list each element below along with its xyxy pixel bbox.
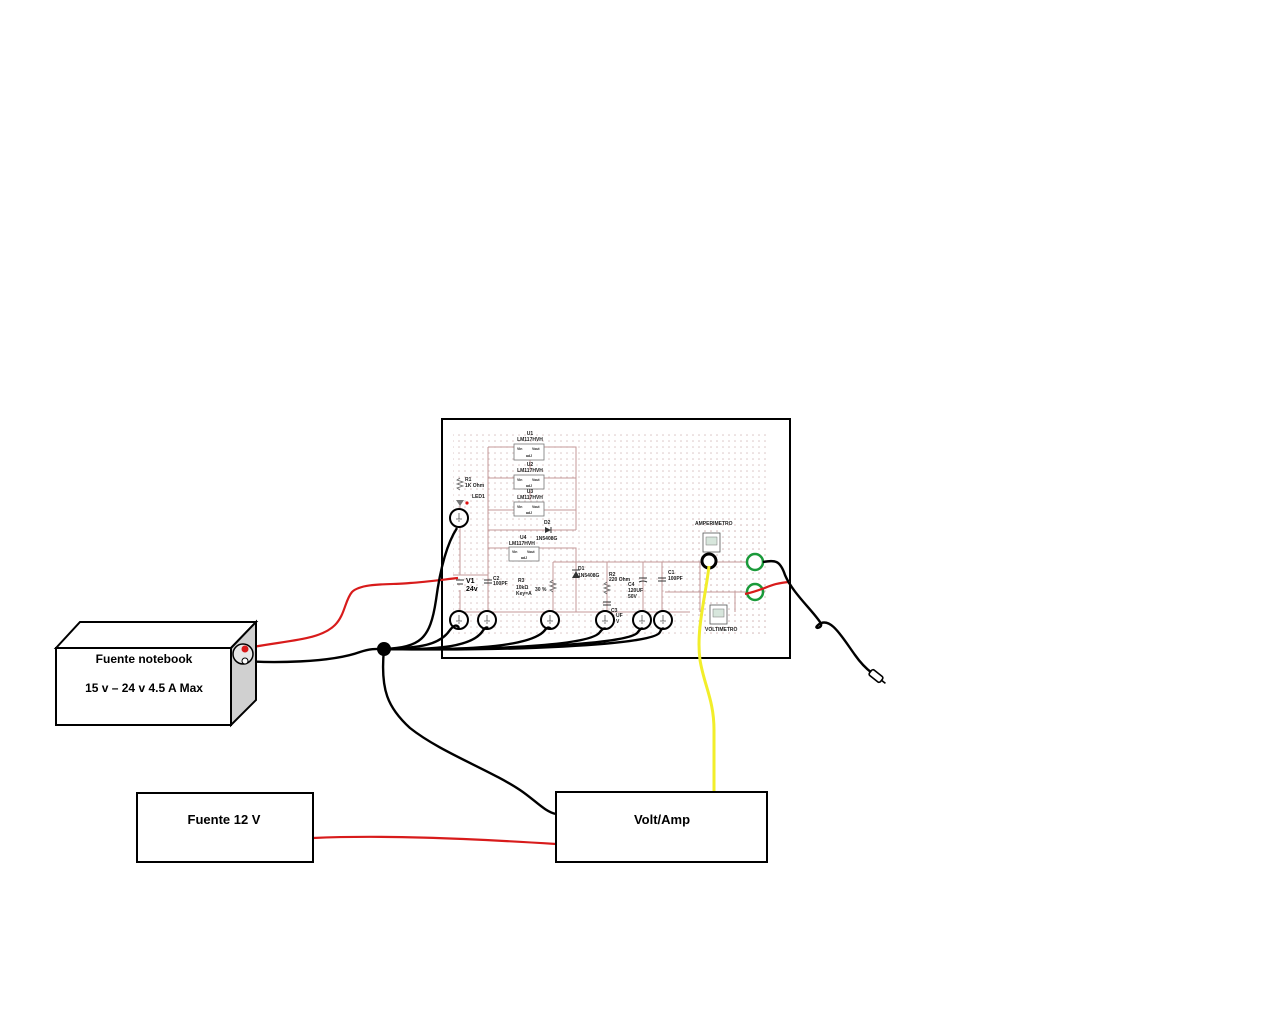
resistor-r2: R2 220 Ohm <box>602 572 631 595</box>
voltmeter: VOLTIMETRO <box>705 604 738 633</box>
led-indicator <box>465 501 469 505</box>
v1-ref: V1 <box>466 578 475 585</box>
r3-ref: R3 <box>518 578 525 584</box>
r1-ref: R1 <box>465 477 472 483</box>
supply-positive-wire <box>246 576 459 650</box>
ammeter-terminal <box>700 552 718 570</box>
u4-pin-vout: Vout <box>527 550 535 554</box>
notebook-supply-spec: 15 v – 24 v 4.5 A Max <box>85 681 203 695</box>
r3-key: Key=A <box>516 591 532 597</box>
capacitor-c3: C3 UF V <box>603 601 623 625</box>
ground-junction <box>377 642 391 656</box>
u4-part: LM117HVH <box>509 541 535 547</box>
schematic-board: U1 LM117HVH Vin Vout adJ U2 LM117HVH Vin… <box>441 418 791 659</box>
d2-ref: D2 <box>544 520 551 526</box>
c3-value: UF <box>616 613 623 619</box>
led1-label: LED1 <box>472 494 485 500</box>
c4-value: 120UF <box>628 588 643 594</box>
regulator-u2: U2 LM117HVH Vin Vout adJ <box>513 462 545 490</box>
c3-ref: C3 <box>611 608 618 614</box>
supply-ground-wire <box>244 647 385 664</box>
diode-d1: D1 1N5408G <box>572 566 600 579</box>
capacitor-c4: C4 120UF 50V <box>628 577 648 600</box>
u2-ref: U2 <box>527 462 534 468</box>
notebook-power-supply: Fuente notebook 15 v – 24 v 4.5 A Max <box>53 619 259 728</box>
c3-voltage: V <box>616 619 620 625</box>
d1-ref: D1 <box>578 566 585 572</box>
v1-value: 24v <box>466 586 478 593</box>
c1-value: 100PF <box>668 576 683 582</box>
supply-ground-terminal <box>241 657 249 665</box>
c4-voltage: 50V <box>628 594 638 600</box>
probe-plug-icon <box>868 668 886 685</box>
u1-pin-vin: Vin <box>517 447 522 451</box>
signal-wire-yellow <box>697 565 716 792</box>
r2-value: 220 Ohm <box>609 577 631 583</box>
u3-pin-adj: adJ <box>526 511 532 515</box>
red-wires <box>246 576 791 846</box>
u2-pin-adj: adJ <box>526 484 532 488</box>
u1-part: LM117HVH <box>517 437 543 443</box>
c4-ref: C4 <box>628 582 635 588</box>
supply-12v-label: Fuente 12 V <box>188 812 261 827</box>
u3-pin-vout: Vout <box>532 505 540 509</box>
r1-value: 1K Ohm <box>465 483 485 489</box>
volt-amp-meter: Volt/Amp <box>555 791 768 863</box>
capacitor-c1: C1 100PF <box>658 570 683 582</box>
u2-part: LM117HVH <box>517 468 543 474</box>
ammeter: AMPERIMETRO <box>695 521 733 553</box>
voltmeter-label: VOLTIMETRO <box>705 627 738 633</box>
led1: LED1 <box>456 494 485 506</box>
diode-d2: D2 1N5408G <box>536 520 558 542</box>
u1-pin-vout: Vout <box>532 447 540 451</box>
capacitor-c2: C2 100PF <box>484 576 508 587</box>
r2-ref: R2 <box>609 572 616 578</box>
voltamp-ground-wire <box>381 648 557 816</box>
notebook-supply-title: Fuente notebook <box>96 652 193 666</box>
ground-symbols <box>456 513 666 624</box>
c2-ref: C2 <box>493 576 500 582</box>
r3-percent: 30 % <box>535 587 547 593</box>
c1-ref: C1 <box>668 570 675 576</box>
supply-12v-wire <box>312 835 557 846</box>
supply-positive-terminal <box>241 645 249 653</box>
c2-value: 100PF <box>493 581 508 587</box>
u4-pin-vin: Vin <box>512 550 517 554</box>
ammeter-label: AMPERIMETRO <box>695 521 733 527</box>
u3-part: LM117HVH <box>517 495 543 501</box>
output-terminal-positive <box>745 552 765 572</box>
regulator-u1: U1 LM117HVH Vin Vout adJ <box>513 431 545 461</box>
regulator-u3: U3 LM117HVH Vin Vout adJ <box>513 489 545 517</box>
regulator-u4: U4 LM117HVH Vin Vout adJ <box>508 535 540 562</box>
u4-pin-adj: adJ <box>521 556 527 560</box>
resistor-r1: R1 1K Ohm <box>455 477 485 491</box>
u2-pin-vout: Vout <box>532 478 540 482</box>
black-wires <box>244 527 873 816</box>
u4-ref: U4 <box>520 535 527 541</box>
d1-part: 1N5408G <box>578 573 600 579</box>
output-probe-wire <box>762 559 873 674</box>
r3-value: 10kΩ <box>516 585 528 591</box>
volt-amp-label: Volt/Amp <box>634 812 690 827</box>
u3-pin-vin: Vin <box>517 505 522 509</box>
u3-ref: U3 <box>527 489 534 495</box>
potentiometer-r3: R3 10kΩ Key=A 30 % <box>516 578 558 597</box>
d2-part: 1N5408G <box>536 536 558 542</box>
source-v1: V1 24v <box>456 578 478 593</box>
output-positive-wire <box>744 580 791 596</box>
power-supply-12v: Fuente 12 V <box>136 792 314 863</box>
u1-ref: U1 <box>527 431 534 437</box>
u1-pin-adj: adJ <box>526 454 532 458</box>
u2-pin-vin: Vin <box>517 478 522 482</box>
